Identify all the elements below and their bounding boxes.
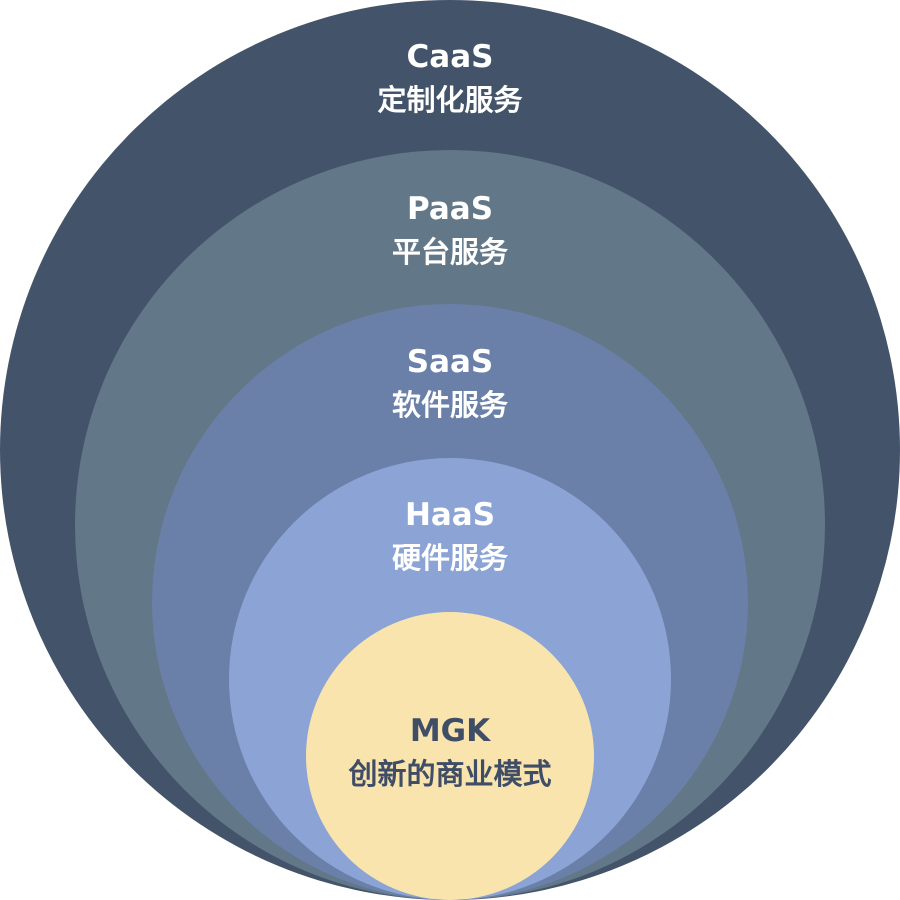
mgk-title: MGK: [410, 713, 491, 749]
caas-title: CaaS: [407, 39, 494, 75]
paas-title: PaaS: [407, 191, 493, 227]
saas-title: SaaS: [407, 344, 494, 380]
paas-subtitle: 平台服务: [392, 235, 508, 269]
haas-title: HaaS: [405, 497, 495, 533]
haas-subtitle: 硬件服务: [392, 541, 508, 575]
saas-subtitle: 软件服务: [392, 388, 508, 422]
circle-mgk: [306, 612, 594, 900]
mgk-subtitle: 创新的商业模式: [347, 757, 551, 791]
caas-subtitle: 定制化服务: [377, 83, 522, 117]
